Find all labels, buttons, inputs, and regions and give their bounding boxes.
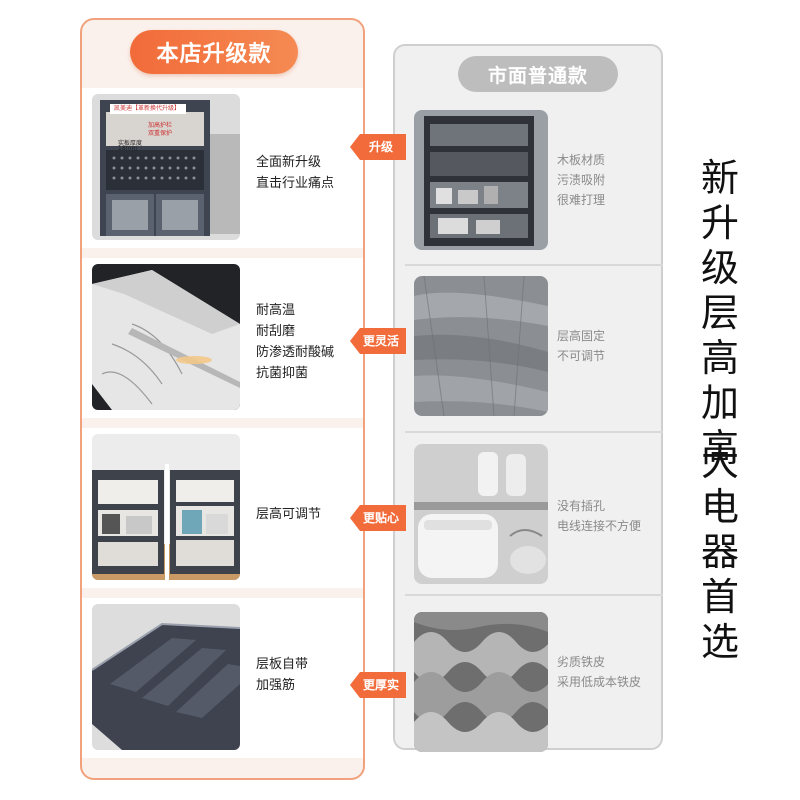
wood-grain-image — [414, 276, 548, 416]
arrow-upgrade: 升级 — [350, 134, 406, 160]
side-title-char: 新 — [700, 156, 739, 200]
market-text-4: 劣质铁皮 采用低成本铁皮 — [557, 652, 641, 692]
side-title-char: 首 — [700, 575, 739, 619]
our-feature-text-3: 层高可调节 — [256, 504, 321, 525]
market-product-badge: 市面普通款 — [458, 56, 618, 92]
side-title-char: 选 — [700, 620, 739, 664]
our-product-badge: 本店升级款 — [130, 30, 298, 74]
side-title-char: 级 — [700, 246, 739, 290]
adjustable-shelf-image — [92, 434, 240, 580]
row-divider — [405, 264, 663, 266]
row-divider — [405, 431, 663, 433]
side-title-char: 加 — [700, 381, 739, 425]
sintered-stone-board-image — [92, 264, 240, 410]
side-title-char: 大 — [700, 440, 739, 484]
our-feature-row-material: 耐高温 耐刮磨 防渗透耐酸碱 抗菌抑菌 — [82, 258, 363, 418]
market-text-3: 没有插孔 电线连接不方便 — [557, 496, 641, 536]
market-row-fixed-height: 层高固定 不可调节 — [405, 264, 663, 432]
feature-line: 直击行业痛点 — [256, 176, 335, 191]
image-caption-rail: 加高护栏 — [148, 122, 173, 129]
feature-line: 加强筋 — [256, 678, 296, 693]
arrow-label: 升级 — [368, 140, 393, 154]
image-caption-thickness: 实板厚度 — [118, 140, 143, 147]
our-feature-row-upgrade: 凯美迪【革新换代升级】 加高护栏 双重保护 实板厚度 18mm 全面新升级 直击… — [82, 88, 363, 248]
corrugated-iron-image — [414, 612, 548, 752]
reinforced-board-image — [92, 604, 240, 750]
our-feature-text-4: 层板自带 加强筋 — [256, 654, 308, 696]
feature-line: 防渗透耐酸碱 — [256, 345, 335, 360]
row-divider — [405, 594, 663, 596]
image-caption-mm: 18mm — [118, 145, 138, 152]
market-line: 木板材质 — [557, 153, 606, 167]
market-line: 很难打理 — [557, 193, 606, 207]
feature-line: 层高可调节 — [256, 507, 322, 522]
side-title-line-1: 新 升 级 层 高 加 高 — [690, 156, 750, 471]
feature-line: 耐高温 — [256, 303, 296, 318]
market-line: 劣质铁皮 — [557, 655, 606, 669]
our-feature-text-1: 全面新升级 直击行业痛点 — [256, 152, 334, 194]
market-line: 采用低成本铁皮 — [557, 675, 642, 689]
feature-line: 耐刮磨 — [256, 324, 296, 339]
arrow-flexible: 更灵活 — [350, 328, 406, 354]
market-row-thin-iron: 劣质铁皮 采用低成本铁皮 — [405, 600, 663, 768]
our-feature-row-adjustable: 层高可调节 — [82, 428, 363, 588]
market-line: 层高固定 — [557, 329, 606, 343]
side-title-char: 层 — [700, 291, 739, 335]
feature-line: 层板自带 — [256, 657, 309, 672]
arrow-label: 更灵活 — [362, 334, 399, 348]
side-title-line-2: 大 电 器 首 选 — [690, 440, 750, 665]
arrow-thoughtful: 更贴心 — [350, 505, 406, 531]
shelf-cabinet-image: 凯美迪【革新换代升级】 加高护栏 双重保护 实板厚度 18mm — [92, 94, 240, 240]
side-title-char: 器 — [700, 530, 739, 574]
market-line: 不可调节 — [557, 349, 606, 363]
feature-line: 全面新升级 — [256, 155, 322, 170]
side-title-char: 高 — [700, 336, 739, 380]
market-row-material: 木板材质 污渍吸附 很难打理 — [405, 98, 663, 266]
arrow-label: 更厚实 — [362, 678, 399, 692]
market-row-no-socket: 没有插孔 电线连接不方便 — [405, 432, 663, 600]
market-text-1: 木板材质 污渍吸附 很难打理 — [557, 150, 605, 210]
market-text-2: 层高固定 不可调节 — [557, 326, 605, 366]
image-caption-protect: 双重保护 — [148, 130, 173, 137]
wood-shelf-image — [414, 110, 548, 250]
rice-cooker-image — [414, 444, 548, 584]
side-title-char: 升 — [700, 201, 739, 245]
side-title-char: 高 — [700, 426, 739, 470]
image-caption-brand: 凯美迪【革新换代升级】 — [114, 105, 181, 112]
arrow-label: 更贴心 — [362, 511, 399, 525]
market-line: 没有插孔 — [557, 499, 606, 513]
feature-line: 抗菌抑菌 — [256, 366, 309, 381]
arrow-thicker: 更厚实 — [350, 672, 406, 698]
market-line: 污渍吸附 — [557, 173, 606, 187]
side-title-char: 电 — [700, 485, 739, 529]
market-line: 电线连接不方便 — [557, 519, 642, 533]
our-feature-text-2: 耐高温 耐刮磨 防渗透耐酸碱 抗菌抑菌 — [256, 300, 334, 384]
our-feature-row-reinforced: 层板自带 加强筋 — [82, 598, 363, 758]
